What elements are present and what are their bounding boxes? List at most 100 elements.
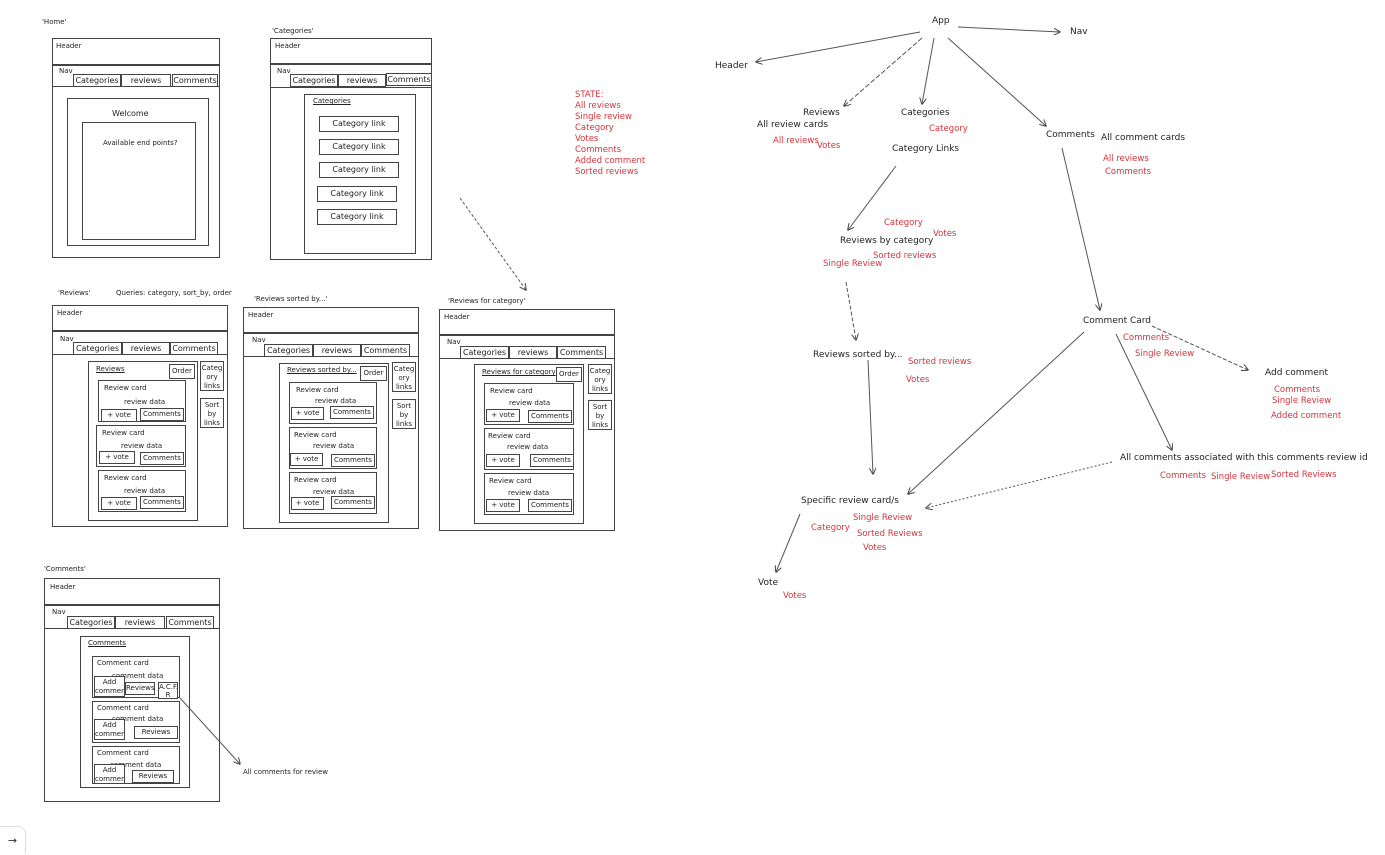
comments-button[interactable]: Comments bbox=[140, 452, 184, 465]
arrow-specific-vote bbox=[776, 513, 801, 572]
sort-by-links-side[interactable]: Sort by links bbox=[588, 400, 612, 430]
review-card-title: Review card bbox=[102, 429, 145, 437]
vote-button[interactable]: + vote bbox=[291, 497, 324, 510]
category-link-2[interactable]: Category link bbox=[319, 139, 399, 155]
node-all-comments-associated: All comments associated with this commen… bbox=[1120, 453, 1368, 463]
review-card bbox=[98, 470, 186, 512]
review-card bbox=[484, 383, 574, 425]
tab-categories[interactable]: Categories bbox=[73, 74, 121, 87]
comments-button[interactable]: Comments bbox=[140, 408, 184, 421]
tab-comments[interactable]: Comments bbox=[166, 616, 214, 629]
state-label: Sorted reviews bbox=[873, 251, 937, 261]
vote-button[interactable]: + vote bbox=[290, 453, 323, 466]
wireframe-title: 'Categories' bbox=[272, 27, 314, 35]
state-label: Category bbox=[884, 218, 923, 228]
review-card bbox=[96, 425, 186, 467]
add-comment-button[interactable]: Add comment bbox=[94, 676, 125, 697]
state-label: Single Review bbox=[1211, 472, 1271, 482]
node-all-review-cards: All review cards bbox=[757, 120, 829, 130]
tab-categories[interactable]: Categories bbox=[460, 346, 509, 359]
reviews-button[interactable]: Reviews bbox=[134, 726, 178, 739]
category-link-5[interactable]: Category link bbox=[317, 209, 397, 225]
tab-categories[interactable]: Categories bbox=[67, 616, 115, 629]
reviews-list-title: Reviews sorted by... bbox=[287, 366, 357, 374]
comments-button[interactable]: Comments bbox=[330, 406, 374, 419]
arrow-app-comments bbox=[947, 37, 1046, 126]
add-comment-button[interactable]: Add comment bbox=[94, 764, 125, 784]
tab-reviews[interactable]: reviews bbox=[122, 342, 170, 355]
connector-arrows bbox=[179, 26, 1248, 764]
tab-comments[interactable]: Comments bbox=[557, 346, 606, 359]
vote-button[interactable]: + vote bbox=[101, 409, 137, 422]
state-label: Sorted Reviews bbox=[1271, 470, 1337, 480]
review-card bbox=[484, 473, 574, 515]
category-link-1[interactable]: Category link bbox=[319, 116, 399, 132]
tab-categories[interactable]: Categories bbox=[290, 74, 338, 87]
nav-label: Nav bbox=[447, 338, 461, 346]
arrow-app-nav bbox=[957, 26, 1060, 32]
vote-button[interactable]: + vote bbox=[99, 451, 135, 464]
endpoints-text: Available end points? bbox=[103, 139, 178, 147]
order-button[interactable]: Order bbox=[360, 366, 387, 381]
tab-reviews[interactable]: reviews bbox=[313, 344, 361, 357]
category-link-4[interactable]: Category link bbox=[317, 186, 397, 202]
review-card-data: review data bbox=[121, 442, 163, 450]
arrow-app-categories bbox=[922, 37, 935, 104]
review-card bbox=[484, 428, 574, 470]
review-card-title: Review card bbox=[104, 384, 147, 392]
state-label: Added comment bbox=[1271, 411, 1342, 421]
welcome-title: Welcome bbox=[112, 109, 149, 118]
tab-comments[interactable]: Comments bbox=[170, 342, 218, 355]
header-bar bbox=[52, 38, 220, 65]
sort-by-links-side[interactable]: Sort by links bbox=[200, 398, 224, 428]
vote-button[interactable]: + vote bbox=[486, 499, 520, 512]
state-label: Comments bbox=[1274, 385, 1321, 395]
vote-button[interactable]: + vote bbox=[101, 497, 137, 510]
tab-reviews[interactable]: reviews bbox=[509, 346, 557, 359]
reviews-button[interactable]: Reviews bbox=[132, 770, 174, 783]
tab-comments[interactable]: Comments bbox=[386, 73, 432, 86]
review-card-title: Review card bbox=[294, 431, 337, 439]
state-label: Comments bbox=[1105, 167, 1152, 177]
state-item: All reviews bbox=[575, 101, 621, 111]
category-links-side[interactable]: Categ ory links bbox=[588, 364, 612, 394]
tab-comments[interactable]: Comments bbox=[172, 74, 218, 87]
order-button[interactable]: Order bbox=[556, 367, 582, 382]
order-button[interactable]: Order bbox=[169, 364, 195, 379]
arrow-app-reviews bbox=[844, 37, 923, 106]
category-links-side[interactable]: Categ ory links bbox=[200, 361, 224, 391]
category-links-side[interactable]: Categ ory links bbox=[392, 362, 416, 392]
tab-reviews[interactable]: reviews bbox=[338, 74, 386, 87]
review-card-data: review data bbox=[313, 488, 355, 496]
reviews-panel bbox=[279, 363, 389, 523]
state-label: Sorted reviews bbox=[908, 357, 972, 367]
expand-arrow-icon[interactable]: → bbox=[0, 826, 26, 854]
comment-card-data: comment data bbox=[112, 715, 164, 723]
tab-reviews[interactable]: reviews bbox=[115, 616, 165, 629]
category-link-3[interactable]: Category link bbox=[319, 162, 399, 178]
comments-button[interactable]: Comments bbox=[530, 454, 574, 467]
acf-button[interactable]: A.C.F. R bbox=[158, 682, 178, 699]
add-comment-button[interactable]: Add comment bbox=[94, 719, 125, 740]
comments-button[interactable]: Comments bbox=[331, 496, 375, 509]
wireframe-title: 'Reviews for category' bbox=[448, 297, 526, 305]
vote-button[interactable]: + vote bbox=[486, 454, 520, 467]
state-item: Added comment bbox=[575, 156, 646, 166]
reviews-button[interactable]: Reviews bbox=[125, 682, 155, 695]
comment-card bbox=[92, 656, 180, 698]
vote-button[interactable]: + vote bbox=[291, 407, 324, 420]
vote-button[interactable]: + vote bbox=[486, 409, 520, 422]
sort-by-links-side[interactable]: Sort by links bbox=[392, 399, 416, 429]
wireframe-title: 'Comments' bbox=[44, 565, 86, 573]
comments-button[interactable]: Comments bbox=[528, 410, 572, 423]
comment-card-data: comment data bbox=[110, 761, 162, 769]
tab-categories[interactable]: Categories bbox=[73, 342, 122, 355]
tab-categories[interactable]: Categories bbox=[264, 344, 313, 357]
comments-button[interactable]: Comments bbox=[331, 454, 375, 467]
tab-reviews[interactable]: reviews bbox=[121, 74, 171, 87]
comment-card-title: Comment card bbox=[97, 704, 149, 712]
comments-button[interactable]: Comments bbox=[140, 496, 184, 509]
tab-comments[interactable]: Comments bbox=[361, 344, 410, 357]
state-label: Single Review bbox=[853, 513, 913, 523]
comments-button[interactable]: Comments bbox=[528, 499, 572, 512]
